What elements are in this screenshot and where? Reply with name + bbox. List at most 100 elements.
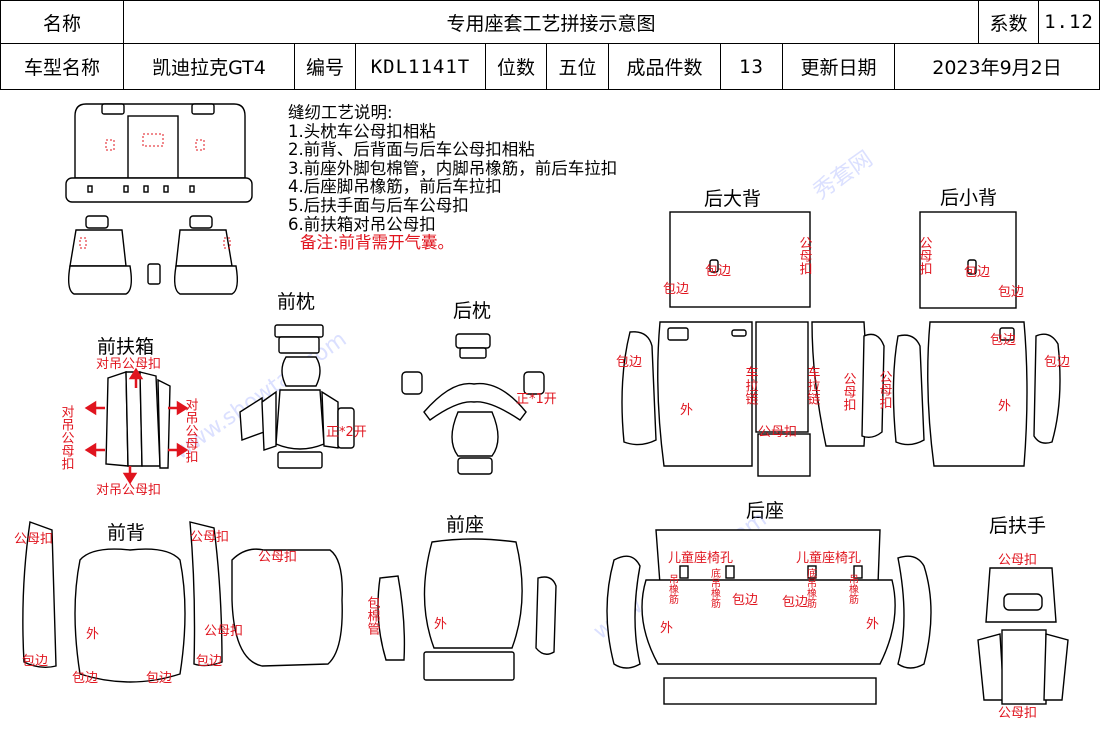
seats-value-cell: 五位	[546, 43, 609, 90]
wrap-edge-label: 包边	[663, 282, 689, 297]
coef-label-cell: 系数	[978, 0, 1039, 44]
pair2-label: 正*2开	[326, 425, 367, 440]
section-rear-headrest: 后枕	[453, 300, 492, 322]
note-item: 1.头枕车公母扣相粘	[288, 121, 436, 141]
snap-label-vertical: 公母扣	[841, 372, 857, 411]
child-hole-label: 儿童座椅孔	[796, 550, 861, 566]
wrap-edge-label: 包边	[990, 333, 1016, 348]
snap-label: 公母扣	[258, 550, 297, 565]
wrap-edge-label: 包边	[998, 285, 1024, 300]
snap-label: 公母扣	[190, 530, 229, 545]
rear-headrest-pieces	[401, 333, 545, 475]
pieces-label-cell: 成品件数	[608, 43, 721, 90]
outer-label: 外	[998, 399, 1011, 414]
note-item: 4.后座脚吊橡筋，前后车拉扣	[288, 177, 502, 197]
snap-label-vertical: 公母扣	[917, 236, 933, 275]
wrap-edge-label: 包边	[732, 593, 758, 608]
wrap-edge-label: 包边	[146, 671, 172, 686]
overview-front-seats	[67, 215, 239, 295]
wrap-edge-label: 包边	[964, 265, 990, 280]
wrap-edge-label: 包边	[1044, 355, 1070, 370]
section-front-back: 前背	[107, 522, 146, 544]
page-title: 专用座套工艺拼接示意图	[446, 12, 656, 35]
wrap-edge-label: 包边	[196, 654, 222, 669]
section-front-seat: 前座	[446, 514, 485, 536]
wrap-edge-label: 包边	[705, 264, 731, 279]
code-label-cell: 编号	[294, 43, 356, 90]
snap-label: 公母扣	[14, 532, 53, 547]
zipper-label-vertical: 车拉链	[743, 365, 759, 406]
section-rear-seat: 后座	[746, 500, 785, 522]
snap-label: 公母扣	[204, 624, 243, 639]
code-value: KDL1141T	[370, 55, 471, 78]
notes-remark: 备注:前背需开气囊。	[300, 233, 455, 253]
note-item: 2.前背、后背面与后车公母扣相粘	[288, 140, 535, 160]
date-label: 更新日期	[800, 57, 877, 79]
snap-label-vertical: 公母扣	[797, 236, 813, 275]
wrap-edge-label: 包边	[22, 654, 48, 669]
seats-label: 位数	[496, 57, 535, 79]
coef-value: 1.12	[1044, 11, 1094, 33]
date-value: 2023年9月2日	[932, 57, 1062, 79]
model-label-cell: 车型名称	[0, 43, 124, 90]
outer-label: 外	[866, 617, 879, 632]
front-seat-pieces	[377, 538, 557, 681]
name-label-cell: 名称	[0, 0, 124, 44]
section-rear-armrest: 后扶手	[989, 515, 1047, 537]
coef-label: 系数	[989, 12, 1028, 35]
pair1-label: 正*1开	[516, 392, 557, 407]
section-rear-big-back: 后大背	[704, 188, 762, 210]
snap-label: 公母扣	[998, 553, 1037, 568]
model-value-cell: 凯迪拉克GT4	[123, 43, 295, 90]
elastic-label-vertical: 底吊橡筋	[709, 567, 721, 609]
wrap-edge-label: 包边	[782, 595, 808, 610]
child-hole-label: 儿童座椅孔	[668, 550, 733, 566]
pieces-value: 13	[739, 55, 764, 78]
section-front-headrest: 前枕	[277, 291, 316, 313]
seats-value: 五位	[558, 57, 597, 79]
note-item: 6.前扶箱对吊公母扣	[288, 214, 436, 234]
cotton-tube-label-vertical: 包棉管	[365, 596, 381, 636]
pieces-value-cell: 13	[720, 43, 783, 90]
wrap-edge-label: 包边	[72, 671, 98, 686]
outer-label: 外	[680, 403, 693, 418]
front-headrest-pieces	[239, 324, 355, 469]
outer-label: 外	[86, 627, 99, 642]
snap-label-vertical: 公母扣	[877, 370, 893, 409]
rear-big-back-pieces	[621, 211, 885, 477]
section-front-armbox: 前扶箱	[97, 336, 155, 358]
rear-armrest-pieces	[977, 567, 1069, 705]
rear-seat-pieces	[606, 529, 932, 705]
snap-label: 公母扣	[758, 425, 797, 440]
hang-snap-label-vertical: 对吊公母扣	[59, 405, 75, 470]
section-rear-small-back: 后小背	[940, 187, 998, 209]
date-label-cell: 更新日期	[782, 43, 895, 90]
front-back-pieces	[22, 521, 343, 683]
overview-rear-seat	[65, 103, 253, 203]
model-value: 凯迪拉克GT4	[152, 57, 266, 79]
note-item: 5.后扶手面与后车公母扣	[288, 195, 469, 215]
hang-snap-label: 对吊公母扣	[96, 357, 161, 372]
outer-label: 外	[434, 617, 447, 632]
seats-label-cell: 位数	[485, 43, 547, 90]
elastic-label-vertical: 底吊橡筋	[805, 567, 817, 609]
hang-snap-label-vertical: 对吊公母扣	[183, 398, 199, 463]
code-label: 编号	[305, 57, 344, 79]
note-item: 3.前座外脚包棉管，内脚吊橡筋，前后车拉扣	[288, 158, 618, 178]
elastic-label-vertical: 吊橡筋	[847, 574, 859, 605]
hang-snap-label: 对吊公母扣	[96, 483, 161, 498]
zipper-label-vertical: 车拉链	[805, 365, 821, 406]
notes-heading: 缝纫工艺说明:	[288, 103, 393, 122]
outer-label: 外	[660, 621, 673, 636]
sewing-notes: 缝纫工艺说明: 1.头枕车公母扣相粘 2.前背、后背面与后车公母扣相粘 3.前座…	[288, 103, 618, 253]
code-value-cell: KDL1141T	[355, 43, 486, 90]
snap-label: 公母扣	[998, 706, 1037, 721]
rear-small-back-pieces	[892, 211, 1061, 467]
wrap-edge-label: 包边	[616, 355, 642, 370]
name-label: 名称	[42, 12, 81, 35]
front-armbox-pieces	[84, 367, 189, 485]
date-value-cell: 2023年9月2日	[894, 43, 1100, 90]
elastic-label-vertical: 吊橡筋	[667, 574, 679, 605]
